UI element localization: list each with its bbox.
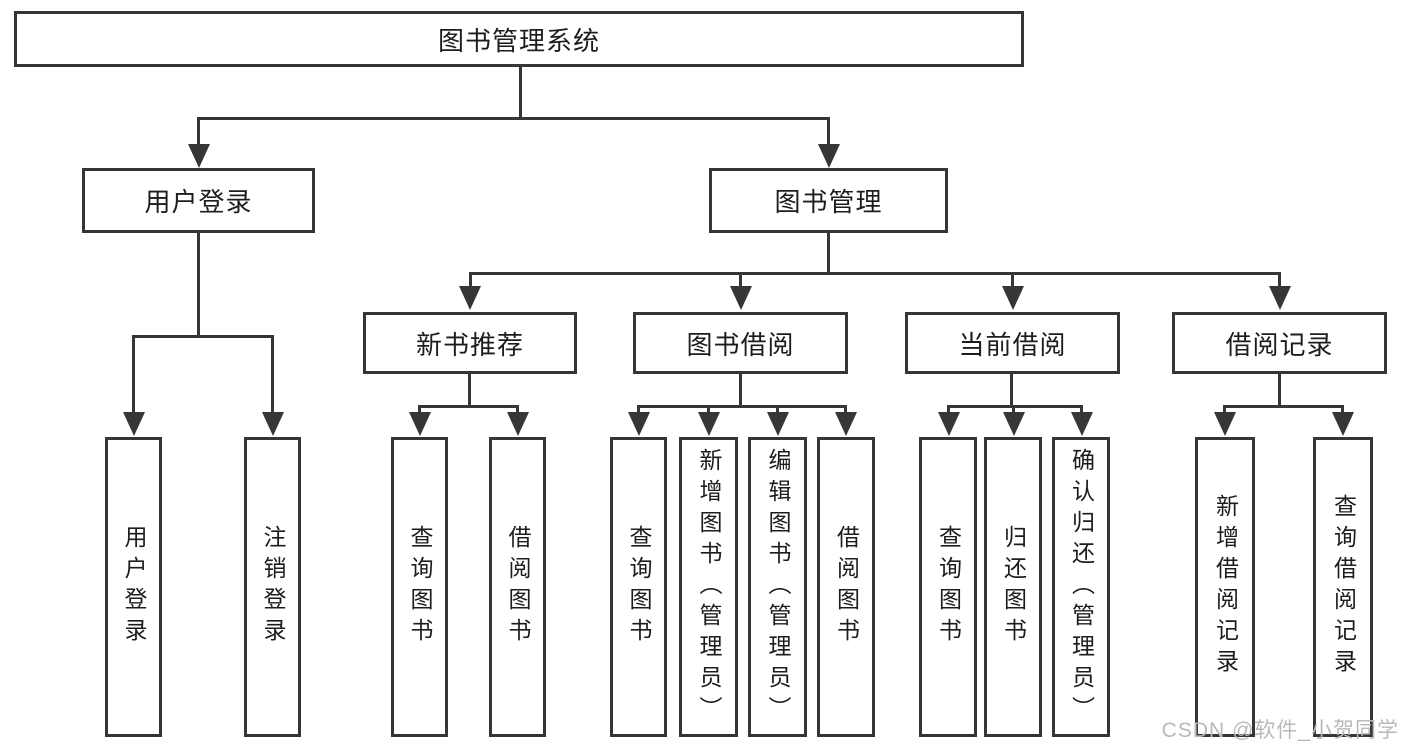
arrowhead-addbook-icon [698,412,720,436]
arrowhead-confirmreturn-icon [1071,412,1093,436]
node-book-mgmt-branch: 图书管理 [709,168,948,233]
connector-user-login-shaft [197,117,200,147]
arrowhead-queryrecord-icon [1332,412,1354,436]
leaf-query-books-1: 查询图书 [391,437,448,737]
arrowhead-returnbook-icon [1003,412,1025,436]
node-user-login-branch: 用户登录 [82,168,315,233]
arrowhead-query1-icon [409,412,431,436]
leaf-return-book-label: 归还图书 [1000,525,1027,649]
connector-newbooks-vline [468,374,471,407]
node-book-borrow-label: 图书借阅 [686,329,795,360]
leaf-borrow-books-1: 借阅图书 [489,437,546,737]
leaf-borrow-books-2: 借阅图书 [817,437,875,737]
node-root-label: 图书管理系统 [437,25,600,56]
leaf-query-books-1-label: 查询图书 [407,525,433,649]
arrowhead-editbook-icon [767,412,789,436]
leaf-borrow-books-1-label: 借阅图书 [505,525,531,649]
leaf-return-book: 归还图书 [984,437,1042,737]
arrowhead-book-borrow-icon [730,286,752,310]
connector-bookborrow-hline [638,405,847,408]
leaf-edit-book-admin-label: 编辑图书（管理员） [765,447,791,727]
connector-new-books-shaft [469,272,472,288]
connector-root-hline [197,117,830,120]
connector-mgmt-group-vline [827,233,830,274]
arrowhead-query3-icon [938,412,960,436]
connector-newbooks-hline [419,405,519,408]
connector-borrow-records-shaft [1278,272,1281,288]
connector-book-borrow-shaft [739,272,742,288]
leaf-add-borrow-record: 新增借阅记录 [1195,437,1255,737]
connector-query3-shaft [947,405,950,415]
arrowhead-addrecord-icon [1214,412,1236,436]
connector-root-vline [519,67,522,118]
connector-leaf-login-shaft [132,335,135,415]
leaf-logout: 注销登录 [244,437,301,737]
leaf-add-book-admin: 新增图书（管理员） [679,437,738,737]
connector-confirmreturn-shaft [1080,405,1083,415]
leaf-query-books-3-label: 查询图书 [935,525,962,649]
arrowhead-leaf-login-icon [123,412,145,436]
node-book-mgmt-branch-label: 图书管理 [774,187,883,217]
connector-query1-shaft [418,405,421,415]
leaf-user-login: 用户登录 [105,437,162,737]
arrowhead-new-books-icon [459,286,481,310]
arrowhead-query2-icon [628,412,650,436]
leaf-edit-book-admin: 编辑图书（管理员） [748,437,807,737]
connector-leaf-logout-shaft [271,335,274,415]
connector-book-mgmt-shaft [827,117,830,147]
arrowhead-leaf-logout-icon [262,412,284,436]
node-borrow-records: 借阅记录 [1172,312,1387,374]
connector-editbook-shaft [776,405,779,415]
connector-records-vline [1278,374,1281,407]
arrowhead-borrow2-icon [835,412,857,436]
arrowhead-user-login-icon [188,144,210,168]
connector-currentborrow-vline [1010,374,1013,407]
connector-mgmt-group-hline [469,272,1281,275]
leaf-confirm-return-admin-label: 确认归还（管理员） [1068,447,1095,727]
connector-bookborrow-vline [739,374,742,407]
arrowhead-borrow-records-icon [1269,286,1291,310]
leaf-borrow-books-2-label: 借阅图书 [833,525,860,649]
connector-query2-shaft [637,405,640,415]
connector-addbook-shaft [707,405,710,415]
arrowhead-borrow1-icon [507,412,529,436]
connector-login-group-vline [197,233,200,337]
node-new-books: 新书推荐 [363,312,577,374]
leaf-query-books-2-label: 查询图书 [626,525,652,649]
leaf-query-books-3: 查询图书 [919,437,977,737]
connector-addrecord-shaft [1223,405,1226,415]
connector-current-borrow-shaft [1011,272,1014,288]
node-new-books-label: 新书推荐 [415,329,524,360]
leaf-query-borrow-record-label: 查询借阅记录 [1330,494,1357,680]
leaf-add-book-admin-label: 新增图书（管理员） [696,447,722,727]
connector-login-group-hline [132,335,274,338]
leaf-query-borrow-record: 查询借阅记录 [1313,437,1373,737]
leaf-add-borrow-record-label: 新增借阅记录 [1212,494,1239,680]
leaf-confirm-return-admin: 确认归还（管理员） [1052,437,1110,737]
arrowhead-current-borrow-icon [1002,286,1024,310]
csdn-watermark: CSDN @软件_小贺同学 [1161,719,1399,742]
arrowhead-book-mgmt-icon [818,144,840,168]
leaf-query-books-2: 查询图书 [610,437,667,737]
node-user-login-branch-label: 用户登录 [144,187,253,217]
connector-borrow2-shaft [844,405,847,415]
node-current-borrow-label: 当前借阅 [958,329,1067,360]
node-current-borrow: 当前借阅 [905,312,1120,374]
node-root: 图书管理系统 [14,11,1024,67]
node-book-borrow: 图书借阅 [633,312,848,374]
connector-returnbook-shaft [1012,405,1015,415]
leaf-user-login-label: 用户登录 [121,525,147,649]
leaf-logout-label: 注销登录 [260,525,286,649]
connector-records-hline [1224,405,1344,408]
node-borrow-records-label: 借阅记录 [1225,329,1334,360]
connector-borrow1-shaft [516,405,519,415]
connector-queryrecord-shaft [1341,405,1344,415]
